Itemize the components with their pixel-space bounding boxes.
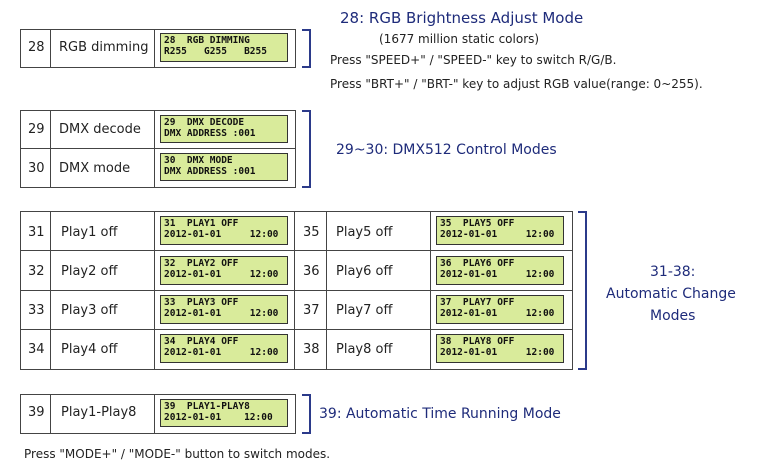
dmx-mode-title: 29~30: DMX512 Control Modes <box>336 142 557 158</box>
mode-number: 32 <box>28 264 45 279</box>
lcd-line-2: R255 G255 B255 <box>164 46 267 57</box>
lcd-line-1: 32 PLAY2 OFF <box>164 258 239 269</box>
lcd-display: 30 DMX MODE DMX ADDRESS :001 <box>160 153 288 181</box>
mode-number: 36 <box>303 264 320 279</box>
lcd-line-1: 34 PLAY4 OFF <box>164 336 239 347</box>
mode-name: Play1-Play8 <box>61 405 137 420</box>
lcd-display: 36 PLAY6 OFF 2012-01-01 12:00 <box>436 256 564 285</box>
lcd-line-2: 2012-01-01 12:00 <box>164 347 279 358</box>
lcd-display: 29 DMX DECODE DMX ADDRESS :001 <box>160 115 288 143</box>
mode-name: DMX decode <box>59 122 141 137</box>
mode-number: 39 <box>28 405 45 420</box>
lcd-display: 32 PLAY2 OFF 2012-01-01 12:00 <box>160 256 288 285</box>
mode-name: Play6 off <box>336 264 393 279</box>
lcd-line-2: 2012-01-01 12:00 <box>164 412 273 423</box>
lcd-line-1: 28 RGB DIMMING <box>164 35 250 46</box>
mode-name: Play1 off <box>61 225 118 240</box>
rgb-mode-title: 28: RGB Brightness Adjust Mode <box>340 9 584 27</box>
lcd-line-2: 2012-01-01 12:00 <box>440 347 555 358</box>
auto-mode-title-1: 31-38: <box>650 264 696 280</box>
lcd-display: 38 PLAY8 OFF 2012-01-01 12:00 <box>436 334 564 363</box>
group-bracket <box>302 110 311 188</box>
mode-number: 30 <box>28 161 45 176</box>
lcd-display: 37 PLAY7 OFF 2012-01-01 12:00 <box>436 295 564 324</box>
group-bracket <box>578 211 587 370</box>
divider <box>430 211 431 369</box>
lcd-display: 34 PLAY4 OFF 2012-01-01 12:00 <box>160 334 288 363</box>
lcd-line-2: 2012-01-01 12:00 <box>440 269 555 280</box>
mode-name: Play2 off <box>61 264 118 279</box>
mode-number: 28 <box>28 40 45 55</box>
lcd-line-1: 30 DMX MODE <box>164 155 233 166</box>
divider <box>20 148 296 149</box>
mode-number: 37 <box>303 303 320 318</box>
lcd-line-1: 33 PLAY3 OFF <box>164 297 239 308</box>
rgb-mode-subtitle: (1677 million static colors) <box>379 32 540 46</box>
divider <box>50 110 51 187</box>
lcd-display: 39 PLAY1-PLAY8 2012-01-01 12:00 <box>160 399 288 427</box>
lcd-display: 33 PLAY3 OFF 2012-01-01 12:00 <box>160 295 288 324</box>
lcd-line-2: 2012-01-01 12:00 <box>440 308 555 319</box>
lcd-line-1: 36 PLAY6 OFF <box>440 258 515 269</box>
mode-number: 35 <box>303 225 320 240</box>
mode-number: 34 <box>28 342 45 357</box>
divider <box>154 211 155 369</box>
lcd-display: 28 RGB DIMMING R255 G255 B255 <box>160 33 288 62</box>
divider <box>20 250 573 251</box>
divider <box>20 329 573 330</box>
divider <box>294 211 295 369</box>
lcd-line-1: 29 DMX DECODE <box>164 117 245 128</box>
lcd-line-2: 2012-01-01 12:00 <box>440 229 555 240</box>
group-bracket <box>302 394 311 434</box>
rgb-note-speed: Press "SPEED+" / "SPEED-" key to switch … <box>330 53 617 67</box>
timerun-mode-title: 39: Automatic Time Running Mode <box>319 406 561 422</box>
mode-name: Play7 off <box>336 303 393 318</box>
divider <box>20 290 573 291</box>
footer-note: Press "MODE+" / "MODE-" button to switch… <box>24 447 331 461</box>
lcd-line-2: DMX ADDRESS :001 <box>164 166 256 177</box>
lcd-line-1: 38 PLAY8 OFF <box>440 336 515 347</box>
lcd-line-1: 31 PLAY1 OFF <box>164 218 239 229</box>
divider <box>154 394 155 433</box>
mode-number: 38 <box>303 342 320 357</box>
divider <box>50 29 51 67</box>
lcd-line-1: 35 PLAY5 OFF <box>440 218 515 229</box>
mode-name: Play8 off <box>336 342 393 357</box>
lcd-line-1: 37 PLAY7 OFF <box>440 297 515 308</box>
mode-name: RGB dimming <box>59 40 149 55</box>
lcd-line-2: 2012-01-01 12:00 <box>164 308 279 319</box>
mode-number: 33 <box>28 303 45 318</box>
mode-name: Play3 off <box>61 303 118 318</box>
rgb-note-brightness: Press "BRT+" / "BRT-" key to adjust RGB … <box>330 77 703 91</box>
mode-name: Play4 off <box>61 342 118 357</box>
divider <box>154 29 155 67</box>
divider <box>154 110 155 187</box>
mode-name: Play5 off <box>336 225 393 240</box>
lcd-display: 31 PLAY1 OFF 2012-01-01 12:00 <box>160 216 288 245</box>
lcd-line-2: 2012-01-01 12:00 <box>164 229 279 240</box>
group-bracket <box>302 29 311 68</box>
auto-mode-title-2: Automatic Change <box>606 286 736 302</box>
divider <box>50 394 51 433</box>
mode-number: 31 <box>28 225 45 240</box>
mode-number: 29 <box>28 122 45 137</box>
lcd-display: 35 PLAY5 OFF 2012-01-01 12:00 <box>436 216 564 245</box>
mode-name: DMX mode <box>59 161 131 176</box>
lcd-line-1: 39 PLAY1-PLAY8 <box>164 401 250 412</box>
lcd-line-2: 2012-01-01 12:00 <box>164 269 279 280</box>
lcd-line-2: DMX ADDRESS :001 <box>164 128 256 139</box>
auto-mode-title-3: Modes <box>650 308 696 324</box>
divider <box>326 211 327 369</box>
divider <box>50 211 51 369</box>
